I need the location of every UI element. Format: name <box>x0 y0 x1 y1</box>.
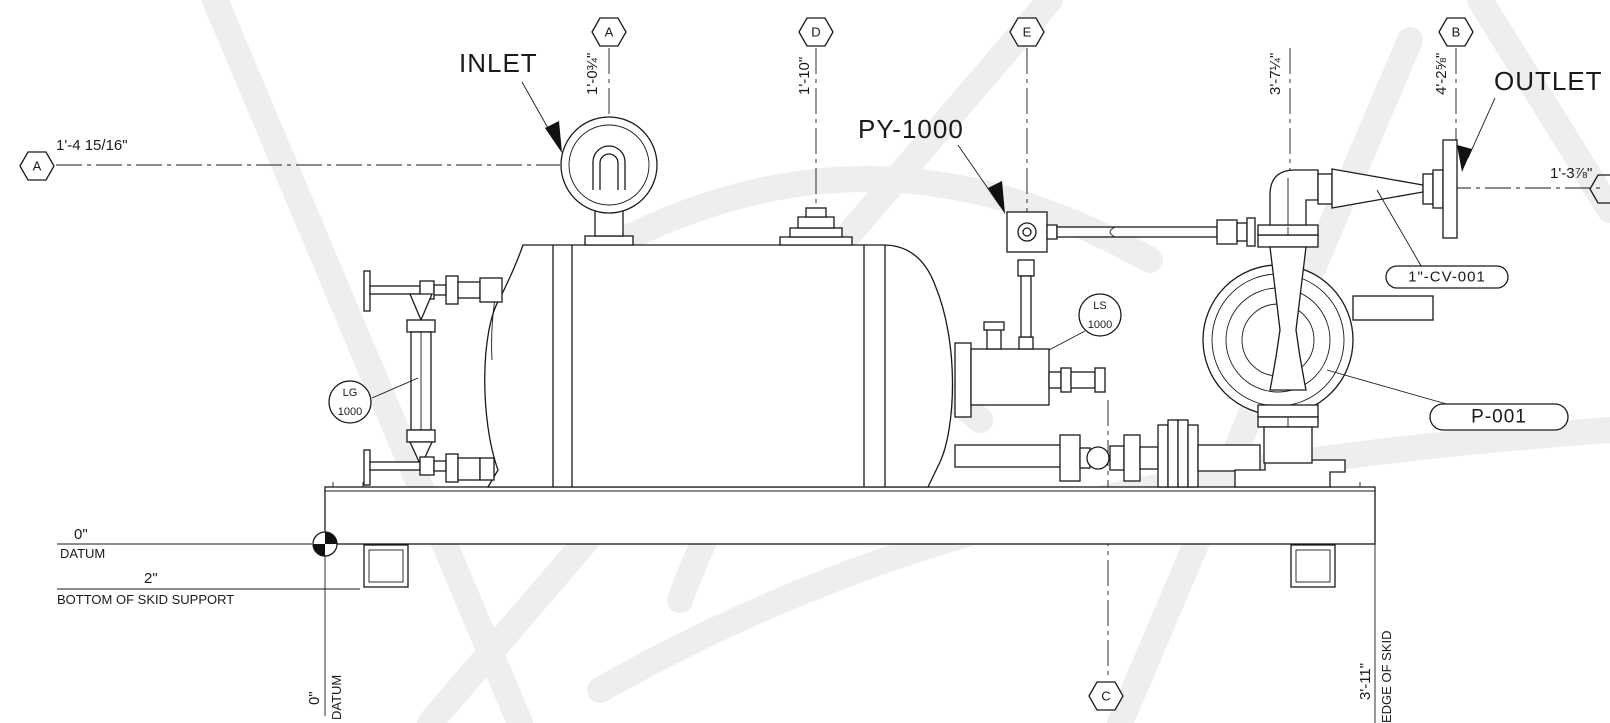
cv-tag-text: 1"-CV-001 <box>1408 269 1486 286</box>
py-valve-assembly <box>1006 211 1256 253</box>
bottom-line <box>954 419 1261 488</box>
datum-label: DATUM <box>60 546 105 561</box>
svg-text:A: A <box>33 159 42 174</box>
py-label: PY-1000 <box>858 114 964 144</box>
outlet-label: OUTLET <box>1494 66 1603 96</box>
dim-a-top: 1'-0¾" <box>584 53 601 95</box>
line-tag-cv: 1"-CV-001 <box>1385 265 1509 289</box>
skid-value: 2" <box>144 570 158 587</box>
vent-nozzle <box>779 207 853 246</box>
dimension-texts: 1'-0¾" 1'-10" 3'-7¼" 4'-2⅝" 1'-4 15/16" … <box>56 53 1592 182</box>
grid-marker-d-top: D <box>798 17 834 47</box>
level-switch-assembly <box>954 259 1106 418</box>
grid-marker-b-top: B <box>1438 17 1474 47</box>
dim-b-top: 4'-2⅝" <box>1433 53 1450 95</box>
dim-d-top: 1'-10" <box>796 57 813 95</box>
svg-text:A: A <box>605 25 614 40</box>
datum-value: 0" <box>74 526 88 543</box>
inlet-label: INLET <box>459 48 538 78</box>
datum-vert-label: DATUM <box>329 675 344 720</box>
instrument-bubble-lg: LG 1000 <box>328 380 372 424</box>
skid-label: BOTTOM OF SKID SUPPORT <box>57 592 234 607</box>
lg-type: LG <box>343 387 358 399</box>
datum-vert-value: 0" <box>306 691 323 705</box>
svg-text:E: E <box>1023 25 1032 40</box>
inlet-nozzle <box>560 116 658 246</box>
equipment-tag-pump: P-001 <box>1429 403 1569 431</box>
callout-labels: INLET PY-1000 OUTLET <box>459 48 1603 144</box>
dim-c-top: 3'-7¼" <box>1267 53 1284 95</box>
dim-a-left: 1'-4 15/16" <box>56 137 128 154</box>
vessel <box>484 244 954 488</box>
grid-marker-a-left: A <box>19 151 55 181</box>
lg-number: 1000 <box>338 406 362 418</box>
svg-text:D: D <box>811 25 820 40</box>
pump <box>1202 169 1434 488</box>
grid-marker-right-partial <box>1589 174 1610 204</box>
level-gauge-assembly <box>363 270 503 486</box>
datum-references: 0" DATUM 2" BOTTOM OF SKID SUPPORT 0" DA… <box>57 526 1394 723</box>
edge-value: 3'-11" <box>1357 663 1374 700</box>
edge-label: EDGE OF SKID <box>1379 631 1394 723</box>
instrument-bubble-ls: LS 1000 <box>1078 293 1122 337</box>
dim-right-elev: 1'-3⅞" <box>1550 165 1592 182</box>
pump-tag-text: P-001 <box>1471 407 1527 428</box>
ls-number: 1000 <box>1088 319 1112 331</box>
grid-marker-e-top: E <box>1009 17 1045 47</box>
svg-text:C: C <box>1101 689 1110 704</box>
ls-type: LS <box>1093 300 1106 312</box>
grid-marker-c-bottom: C <box>1088 681 1124 711</box>
check-valve-outlet <box>1317 139 1458 239</box>
skid <box>324 482 1376 588</box>
leaders <box>371 81 1496 406</box>
svg-text:B: B <box>1452 25 1461 40</box>
grid-marker-a-top: A <box>591 17 627 47</box>
